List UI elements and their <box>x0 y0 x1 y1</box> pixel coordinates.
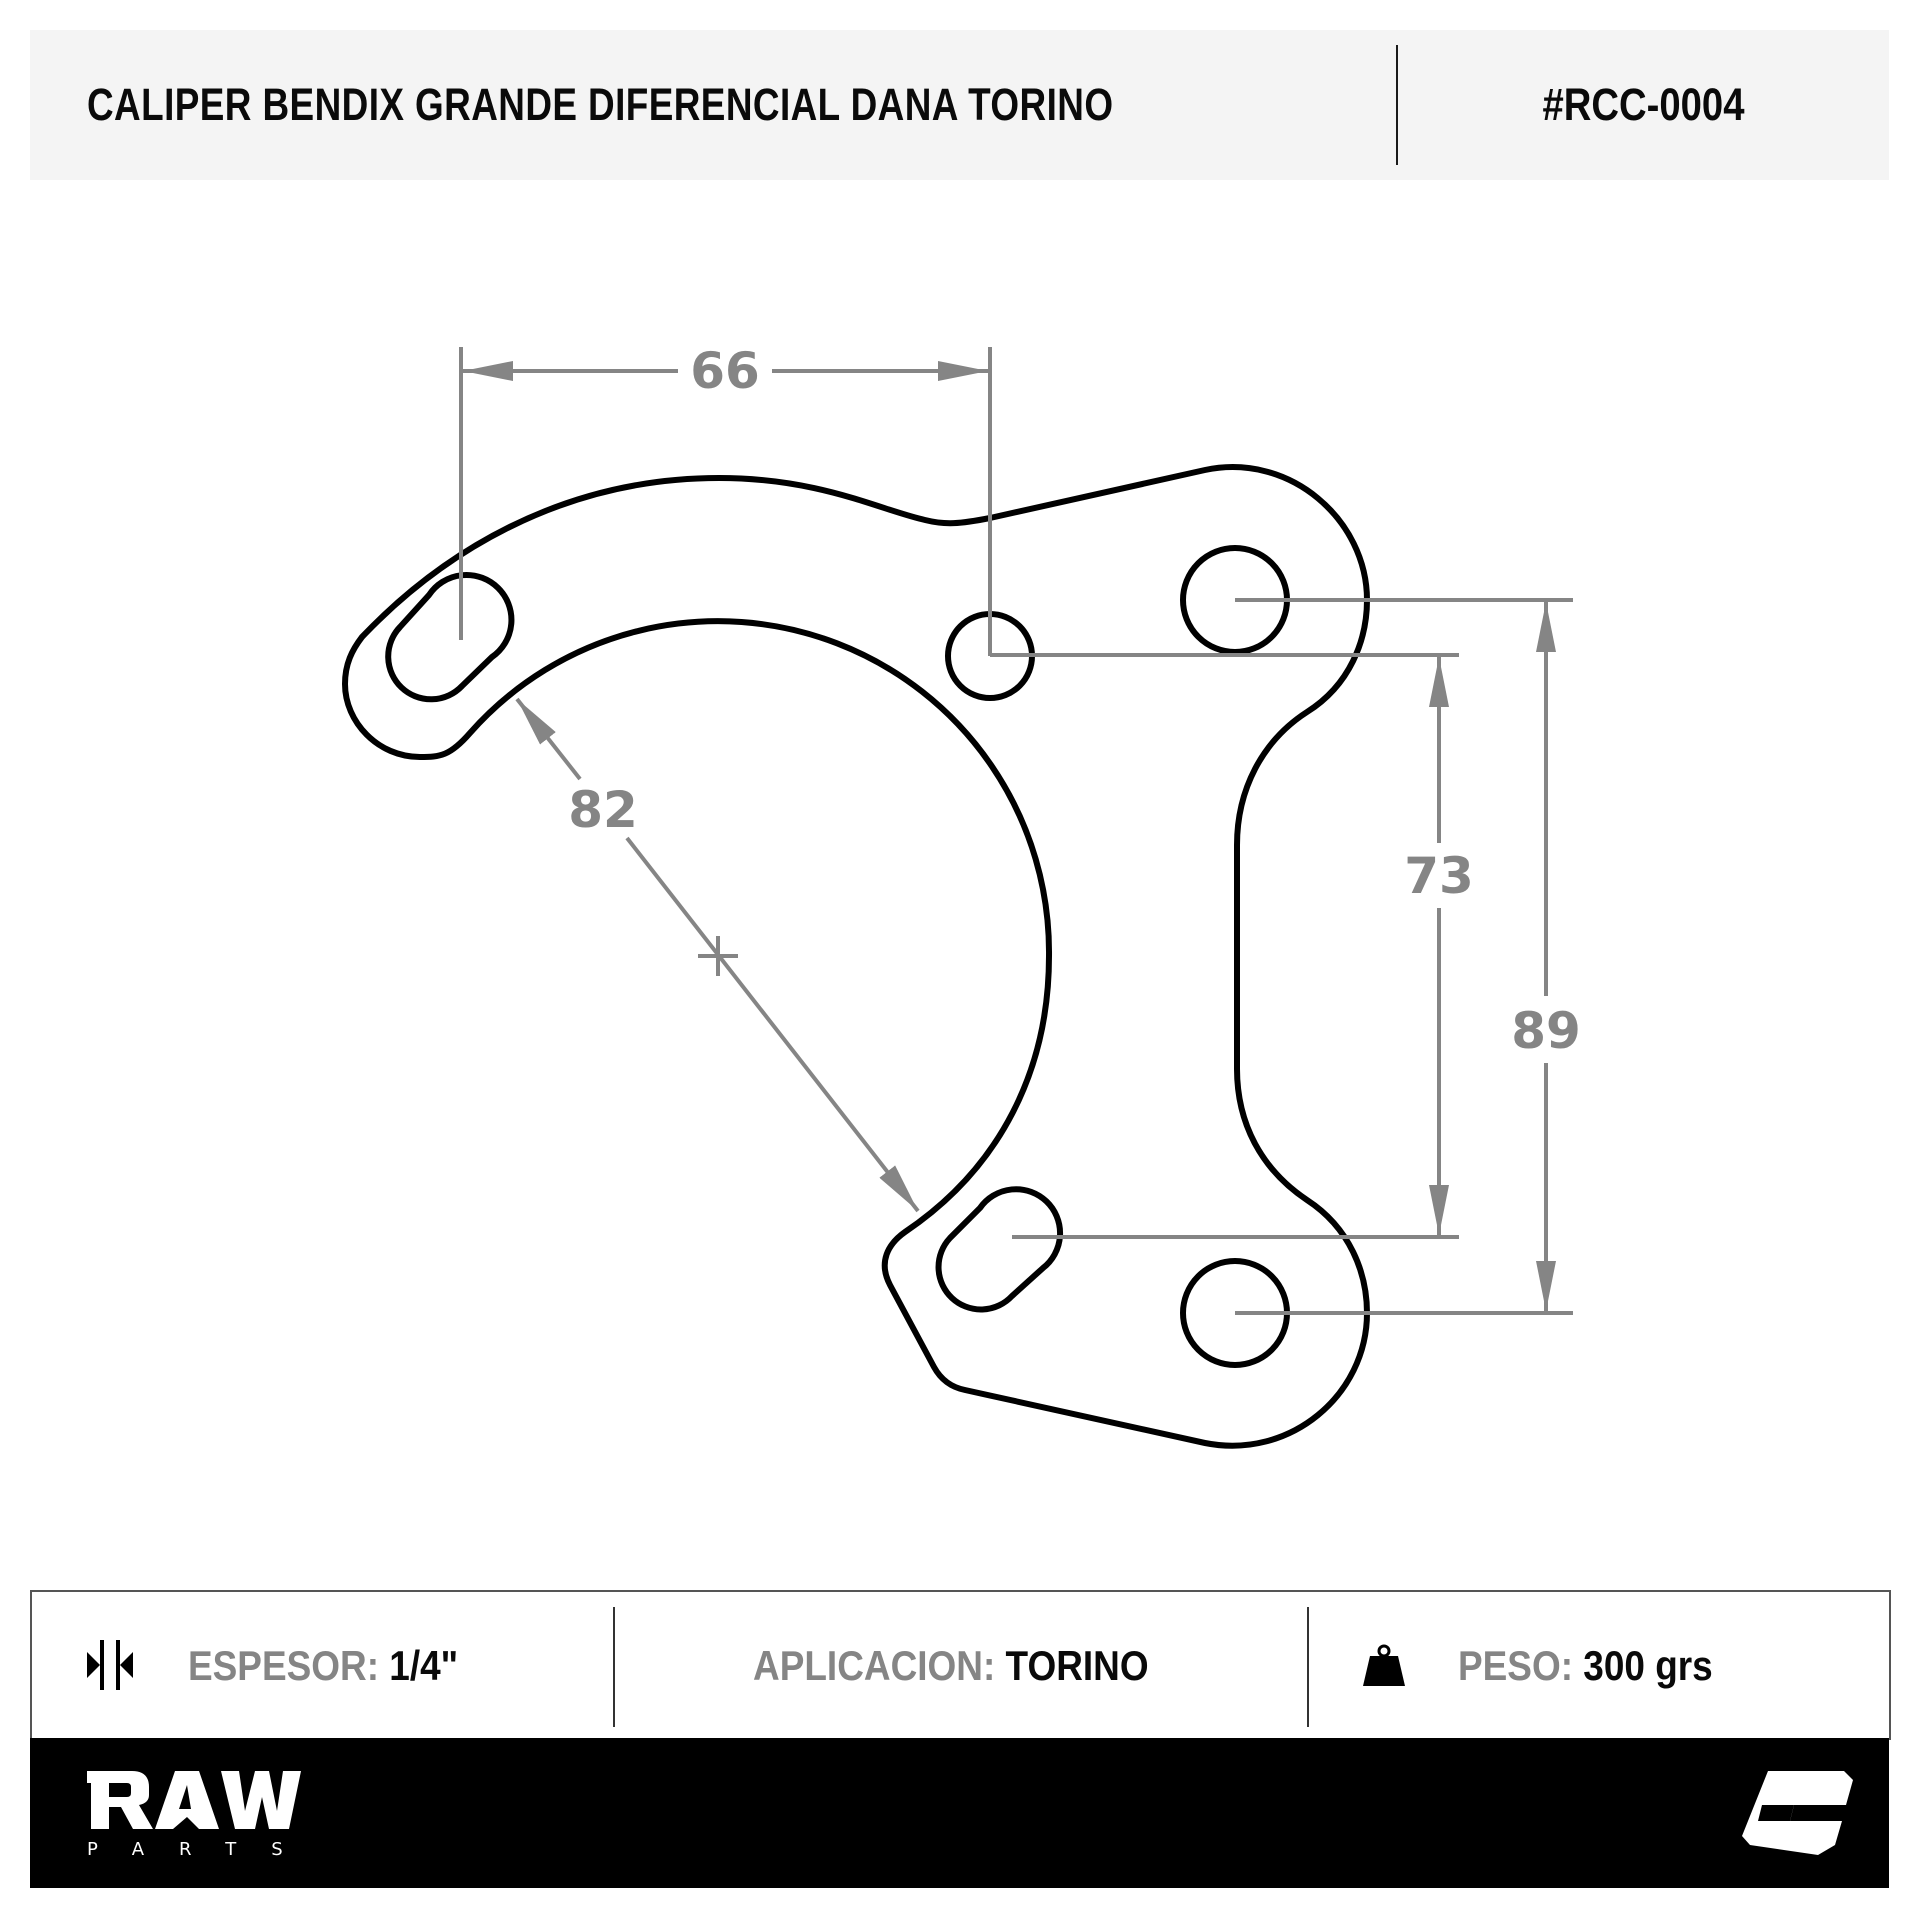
spec-thickness-label: ESPESOR: <box>188 1642 380 1689</box>
product-title: CALIPER BENDIX GRANDE DIFERENCIAL DANA T… <box>87 79 1114 130</box>
dimension-label-82: 82 <box>568 781 638 839</box>
slot-upper-left <box>385 571 515 703</box>
center-mark <box>698 936 738 976</box>
header-bar: CALIPER BENDIX GRANDE DIFERENCIAL DANA T… <box>30 30 1889 180</box>
spec-application: APLICACION: TORINO <box>753 1592 1313 1740</box>
bracket-outline <box>342 464 1370 1449</box>
spec-weight-label: PESO: <box>1458 1642 1574 1689</box>
header-divider <box>1396 45 1398 165</box>
dimension-66 <box>459 347 992 656</box>
spec-thickness: ESPESOR: 1/4" <box>87 1592 607 1740</box>
brand-subtitle: PARTS <box>87 1839 318 1860</box>
spec-application-value: TORINO <box>1005 1642 1149 1689</box>
extension-lines-vertical-dims <box>990 598 1573 1315</box>
dimension-label-66: 66 <box>690 342 760 400</box>
raw-logo <box>87 1771 301 1829</box>
spec-divider <box>613 1607 615 1727</box>
thickness-icon <box>87 1640 133 1690</box>
product-code: #RCC-0004 <box>1542 79 1745 130</box>
c-brand-logo <box>1742 1771 1853 1855</box>
spec-application-label: APLICACION: <box>753 1642 996 1689</box>
weight-icon <box>1363 1644 1405 1686</box>
slot-lower <box>935 1186 1064 1313</box>
spec-thickness-value: 1/4" <box>389 1642 459 1689</box>
spec-divider <box>1307 1607 1309 1727</box>
spec-bar: ESPESOR: 1/4" APLICACION: TORINO PESO: 3… <box>30 1590 1891 1740</box>
dimension-label-89: 89 <box>1511 1002 1581 1060</box>
dimension-label-73: 73 <box>1404 847 1474 905</box>
spec-weight: PESO: 300 grs <box>1362 1592 1862 1740</box>
spec-weight-value: 300 grs <box>1583 1642 1713 1689</box>
footer-bar: PARTS <box>30 1738 1889 1888</box>
dimension-82 <box>515 697 920 1213</box>
